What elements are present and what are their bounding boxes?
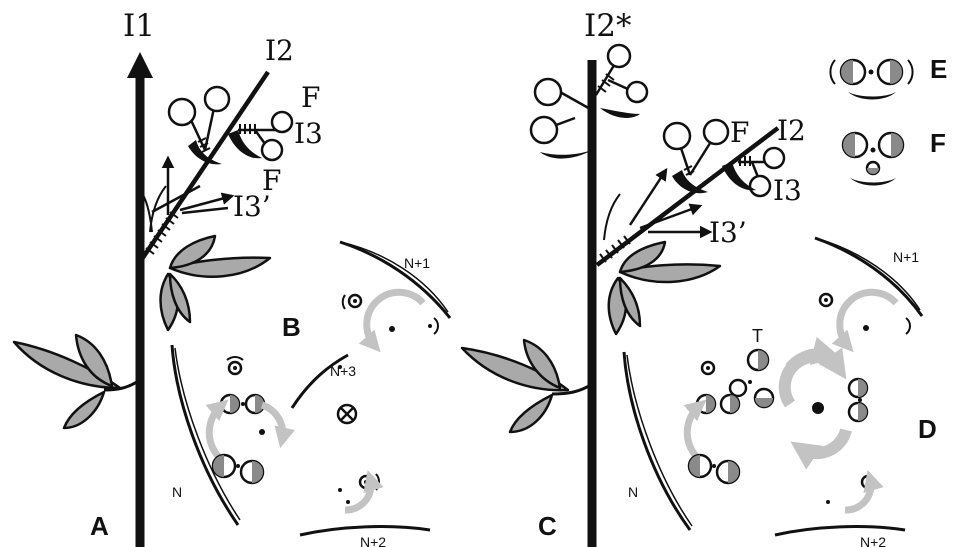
label-i2-c: I2 [777, 114, 806, 147]
lower-leaf-group-a [14, 335, 140, 428]
stem-arrowhead [127, 52, 153, 78]
label-i3p-a: I3’ [233, 190, 271, 223]
panel-label-e: E [930, 54, 947, 84]
lower-leaf-group-c [462, 340, 592, 432]
label-n2-b: N+2 [360, 534, 386, 547]
label-i3-a: I3 [294, 117, 323, 150]
panel-label-b: B [282, 312, 301, 342]
label-n-d: N [628, 484, 638, 500]
upper-leaf-group-a [161, 236, 271, 330]
label-i3-c: I3 [773, 174, 802, 207]
label-n-b: N [172, 484, 182, 500]
label-t-d: T [752, 326, 763, 346]
label-n2-d: N+2 [860, 534, 886, 547]
panel-label-c: C [538, 511, 557, 541]
panel-label-d: D [918, 414, 937, 444]
label-n1-b: N+1 [404, 255, 430, 271]
upper-leaf-group-c [609, 242, 720, 334]
panel-b-diagram [172, 242, 450, 535]
i2-flowers-c [664, 120, 728, 193]
i2-flowers-a [169, 87, 229, 164]
label-i3p-c: I3’ [709, 216, 747, 249]
panel-label-a: A [90, 511, 109, 541]
label-f-c: F [730, 116, 749, 149]
label-n3-b: N+3 [330, 363, 356, 379]
label-i2-a: I2 [265, 34, 294, 67]
panel-f-symbol [843, 133, 903, 186]
label-n1-d: N+1 [893, 249, 919, 265]
lateral-stem-i2-c [597, 128, 778, 265]
panel-label-f: F [930, 128, 946, 158]
label-f-a1: F [301, 81, 320, 114]
panel-e-symbol [830, 60, 912, 100]
label-i1: I1 [123, 8, 155, 44]
label-i2star: I2* [584, 8, 631, 44]
